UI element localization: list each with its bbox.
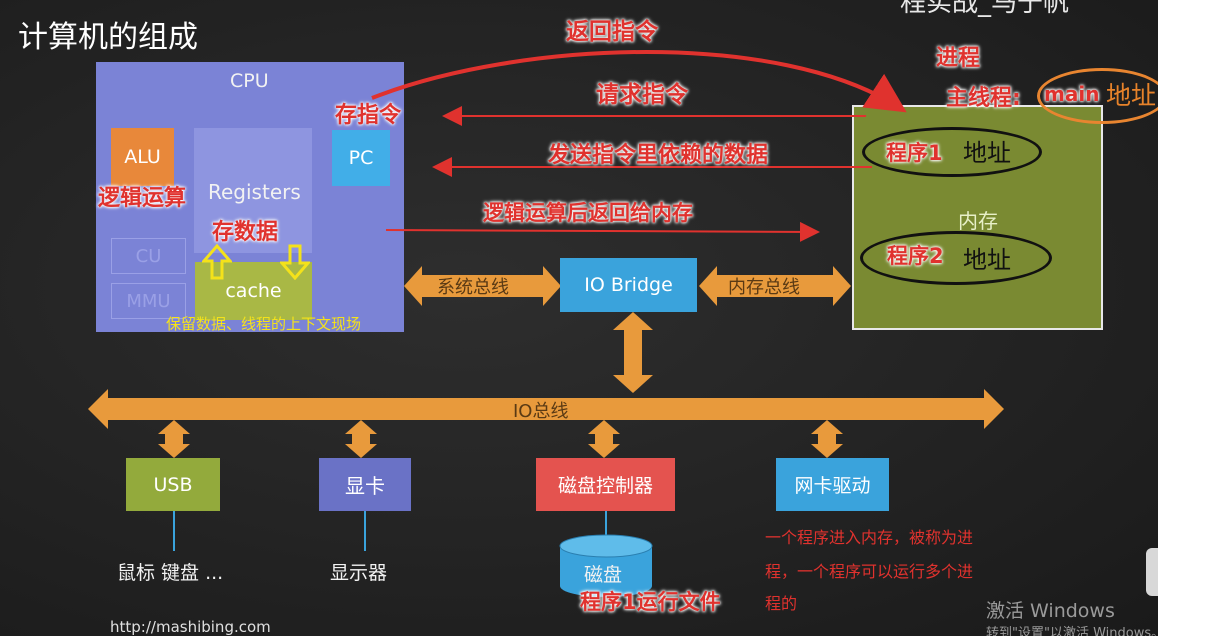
usb-cable: [173, 511, 175, 551]
program1-label: 程序1: [886, 141, 943, 165]
gpu-connector-down-head: [345, 444, 377, 458]
cache-box: cache: [195, 262, 312, 320]
memory-bus-bar: [716, 275, 834, 297]
main-ellipse: [1037, 68, 1158, 124]
request-instruction-label: 请求指令: [596, 82, 688, 108]
mmu-box: MMU: [111, 283, 186, 319]
alu-box: ALU: [111, 128, 174, 186]
footer-url: http://mashibing.com: [110, 618, 271, 636]
nic-connector-down-head: [811, 444, 843, 458]
cache-note: 保留数据、线程的上下文现场: [166, 315, 362, 333]
send-data-label: 发送指令里依赖的数据: [548, 143, 769, 168]
mouse-keyboard-label: 鼠标 键盘 ...: [117, 562, 224, 584]
main-address: 地址: [1106, 81, 1157, 110]
system-bus-label: 系统总线: [437, 277, 509, 298]
main-thread-label: 主线程:: [946, 86, 1021, 111]
instruction-arrows: [371, 50, 907, 242]
disk-cylinder-icon: [559, 534, 653, 597]
bridge-io-up-head: [613, 312, 653, 330]
yellow-up-arrow-icon: [202, 244, 232, 280]
bridge-io-down-head: [613, 375, 653, 393]
program2-address: 地址: [963, 246, 1011, 274]
io-bus-left-head: [88, 389, 108, 429]
top-right-title-cut: 程实战_马于帆: [900, 0, 1070, 18]
side-scroll-tab[interactable]: [1146, 548, 1158, 596]
program2-label: 程序2: [887, 244, 944, 268]
disk-controller-connector: [595, 430, 613, 446]
pc-label: PC: [348, 147, 374, 169]
disk-controller-box: 磁盘控制器: [536, 458, 675, 511]
logic-return-arrow: [385, 221, 820, 242]
registers-label: Registers: [208, 180, 301, 204]
watermark-line1: 激活 Windows: [986, 600, 1115, 622]
store-data-label: 存数据: [212, 220, 279, 245]
usb-box: USB: [126, 458, 220, 511]
cu-box: CU: [111, 238, 186, 274]
diagram-canvas: 计算机的组成 程实战_马于帆 CPU ALU Registers PC CU M…: [0, 0, 1158, 636]
system-bus-left-head: [404, 266, 422, 306]
usb-connector: [165, 430, 183, 446]
io-bridge-box: IO Bridge: [560, 258, 697, 312]
pc-box: PC: [332, 130, 390, 186]
gpu-connector-up-head: [345, 420, 377, 434]
bridge-io-connector: [624, 330, 642, 376]
process-note-line2: 程，一个程序可以运行多个进: [765, 562, 974, 581]
registers-box: [194, 128, 312, 253]
disk-controller-connector-down-head: [588, 444, 620, 458]
logic-op-label: 逻辑运算: [98, 186, 187, 211]
alu-label: ALU: [124, 146, 161, 168]
gpu-label: 显卡: [345, 474, 385, 498]
process-note-line1: 一个程序进入内存，被称为进: [765, 528, 974, 547]
cache-label: cache: [225, 280, 282, 302]
io-bridge-label: IO Bridge: [584, 274, 673, 296]
return-instruction-arrow: [371, 50, 907, 113]
program2-ellipse: [860, 231, 1052, 285]
cu-label: CU: [135, 245, 162, 267]
disk-cable: [605, 511, 607, 541]
watermark-line2: 转到"设置"以激活 Windows。: [986, 626, 1158, 636]
disk-controller-connector-up-head: [588, 420, 620, 434]
monitor-label: 显示器: [330, 562, 388, 584]
disk-label: 磁盘: [584, 564, 623, 586]
nic-connector: [818, 430, 836, 446]
logic-return-label: 逻辑运算后返回给内存: [483, 201, 693, 225]
gpu-cable: [364, 511, 366, 551]
gpu-box: 显卡: [319, 458, 411, 511]
return-instruction-label: 返回指令: [566, 19, 658, 45]
memory-bus-right-head: [833, 266, 851, 306]
system-bus-bar: [420, 275, 545, 297]
program1-address: 地址: [963, 139, 1011, 167]
io-bus-label: IO总线: [513, 401, 569, 422]
page-title: 计算机的组成: [18, 20, 198, 55]
run-file-label: 程序1运行文件: [580, 590, 721, 614]
nic-box: 网卡驱动: [776, 458, 889, 511]
gpu-connector: [352, 430, 370, 446]
process-note-line3: 程的: [765, 594, 798, 613]
system-bus-right-head: [543, 266, 561, 306]
nic-connector-up-head: [811, 420, 843, 434]
main-label: main: [1044, 82, 1100, 106]
yellow-down-arrow-icon: [280, 244, 310, 280]
store-instruction-label: 存指令: [335, 103, 402, 128]
mmu-label: MMU: [126, 290, 171, 312]
cpu-title: CPU: [230, 70, 269, 92]
nic-label: 网卡驱动: [794, 475, 871, 497]
process-label: 进程: [936, 46, 981, 71]
io-bus-right-head: [984, 389, 1004, 429]
usb-label: USB: [153, 473, 193, 496]
usb-connector-up-head: [158, 420, 190, 434]
disk-controller-label: 磁盘控制器: [557, 475, 653, 497]
memory-bus-left-head: [699, 266, 717, 306]
memory-bus-label: 内存总线: [728, 277, 800, 298]
program1-ellipse: [862, 127, 1042, 177]
io-bus-bar: [106, 398, 986, 420]
usb-connector-down-head: [158, 444, 190, 458]
memory-label: 内存: [958, 209, 998, 233]
